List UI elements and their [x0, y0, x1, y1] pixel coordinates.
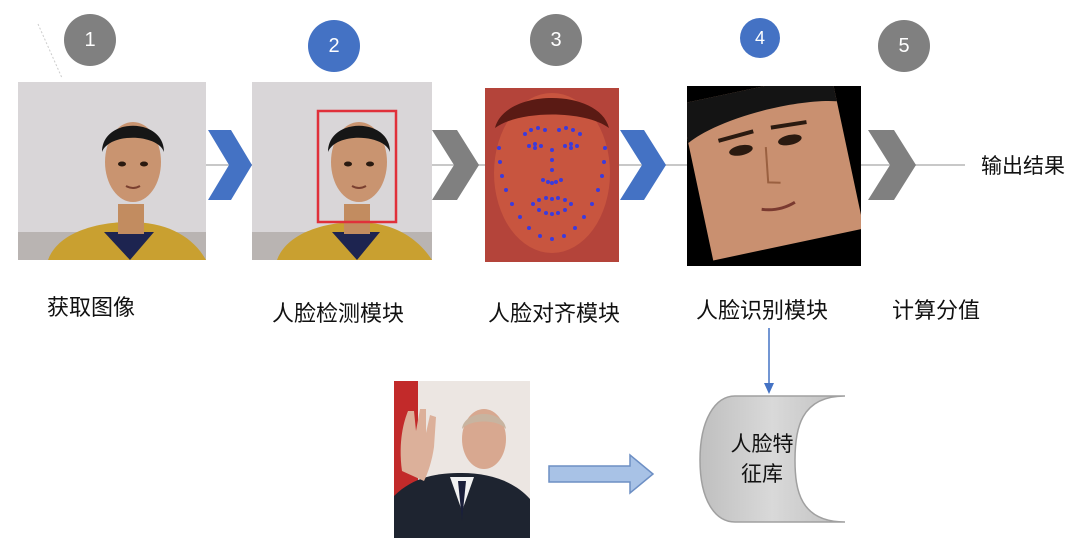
step-3-label: 人脸对齐模块: [488, 302, 621, 327]
step-1-label: 获取图像: [47, 296, 136, 321]
block-arrow-right-icon: [548, 453, 655, 495]
chevron-arrow-3-icon: [620, 130, 666, 200]
landmark-dots: [497, 126, 607, 241]
output-result-label: 输出结果: [981, 154, 1065, 178]
chevron-arrow-2-icon: [432, 130, 479, 200]
detection-image: [252, 82, 432, 260]
step-1-badge: 1: [64, 14, 116, 66]
step-4-badge: 4: [740, 18, 780, 58]
captured-image: [18, 82, 206, 260]
landmark-face-photo: [494, 93, 610, 253]
step-5-badge: 5: [878, 20, 930, 72]
step-5-label: 计算分值: [892, 299, 981, 324]
reference-person-figure: [394, 381, 530, 538]
database-label-line-1: 人脸特: [730, 432, 794, 456]
aligned-face-photo: [687, 86, 861, 266]
step-4-label: 人脸识别模块: [696, 299, 829, 324]
person-photo-1: [18, 122, 206, 260]
reference-person-photo: [394, 381, 530, 538]
recognition-image: [687, 86, 861, 266]
chevron-arrow-4-icon: [868, 130, 916, 200]
step-3-badge: 3: [530, 14, 582, 66]
db-down-arrow-head-icon: [764, 383, 774, 394]
step-2-label: 人脸检测模块: [272, 302, 405, 327]
face-bounding-box: [316, 109, 398, 224]
face-feature-database-label: 人脸特 征库: [722, 429, 802, 489]
person-photo-2: [252, 109, 432, 260]
step-2-badge: 2: [308, 20, 360, 72]
database-label-line-2: 征库: [741, 462, 783, 486]
alignment-image: [485, 88, 619, 262]
face-feature-database-shape: [699, 395, 846, 523]
chevron-arrow-1-icon: [208, 130, 252, 200]
decorative-dash-line: [37, 23, 63, 79]
